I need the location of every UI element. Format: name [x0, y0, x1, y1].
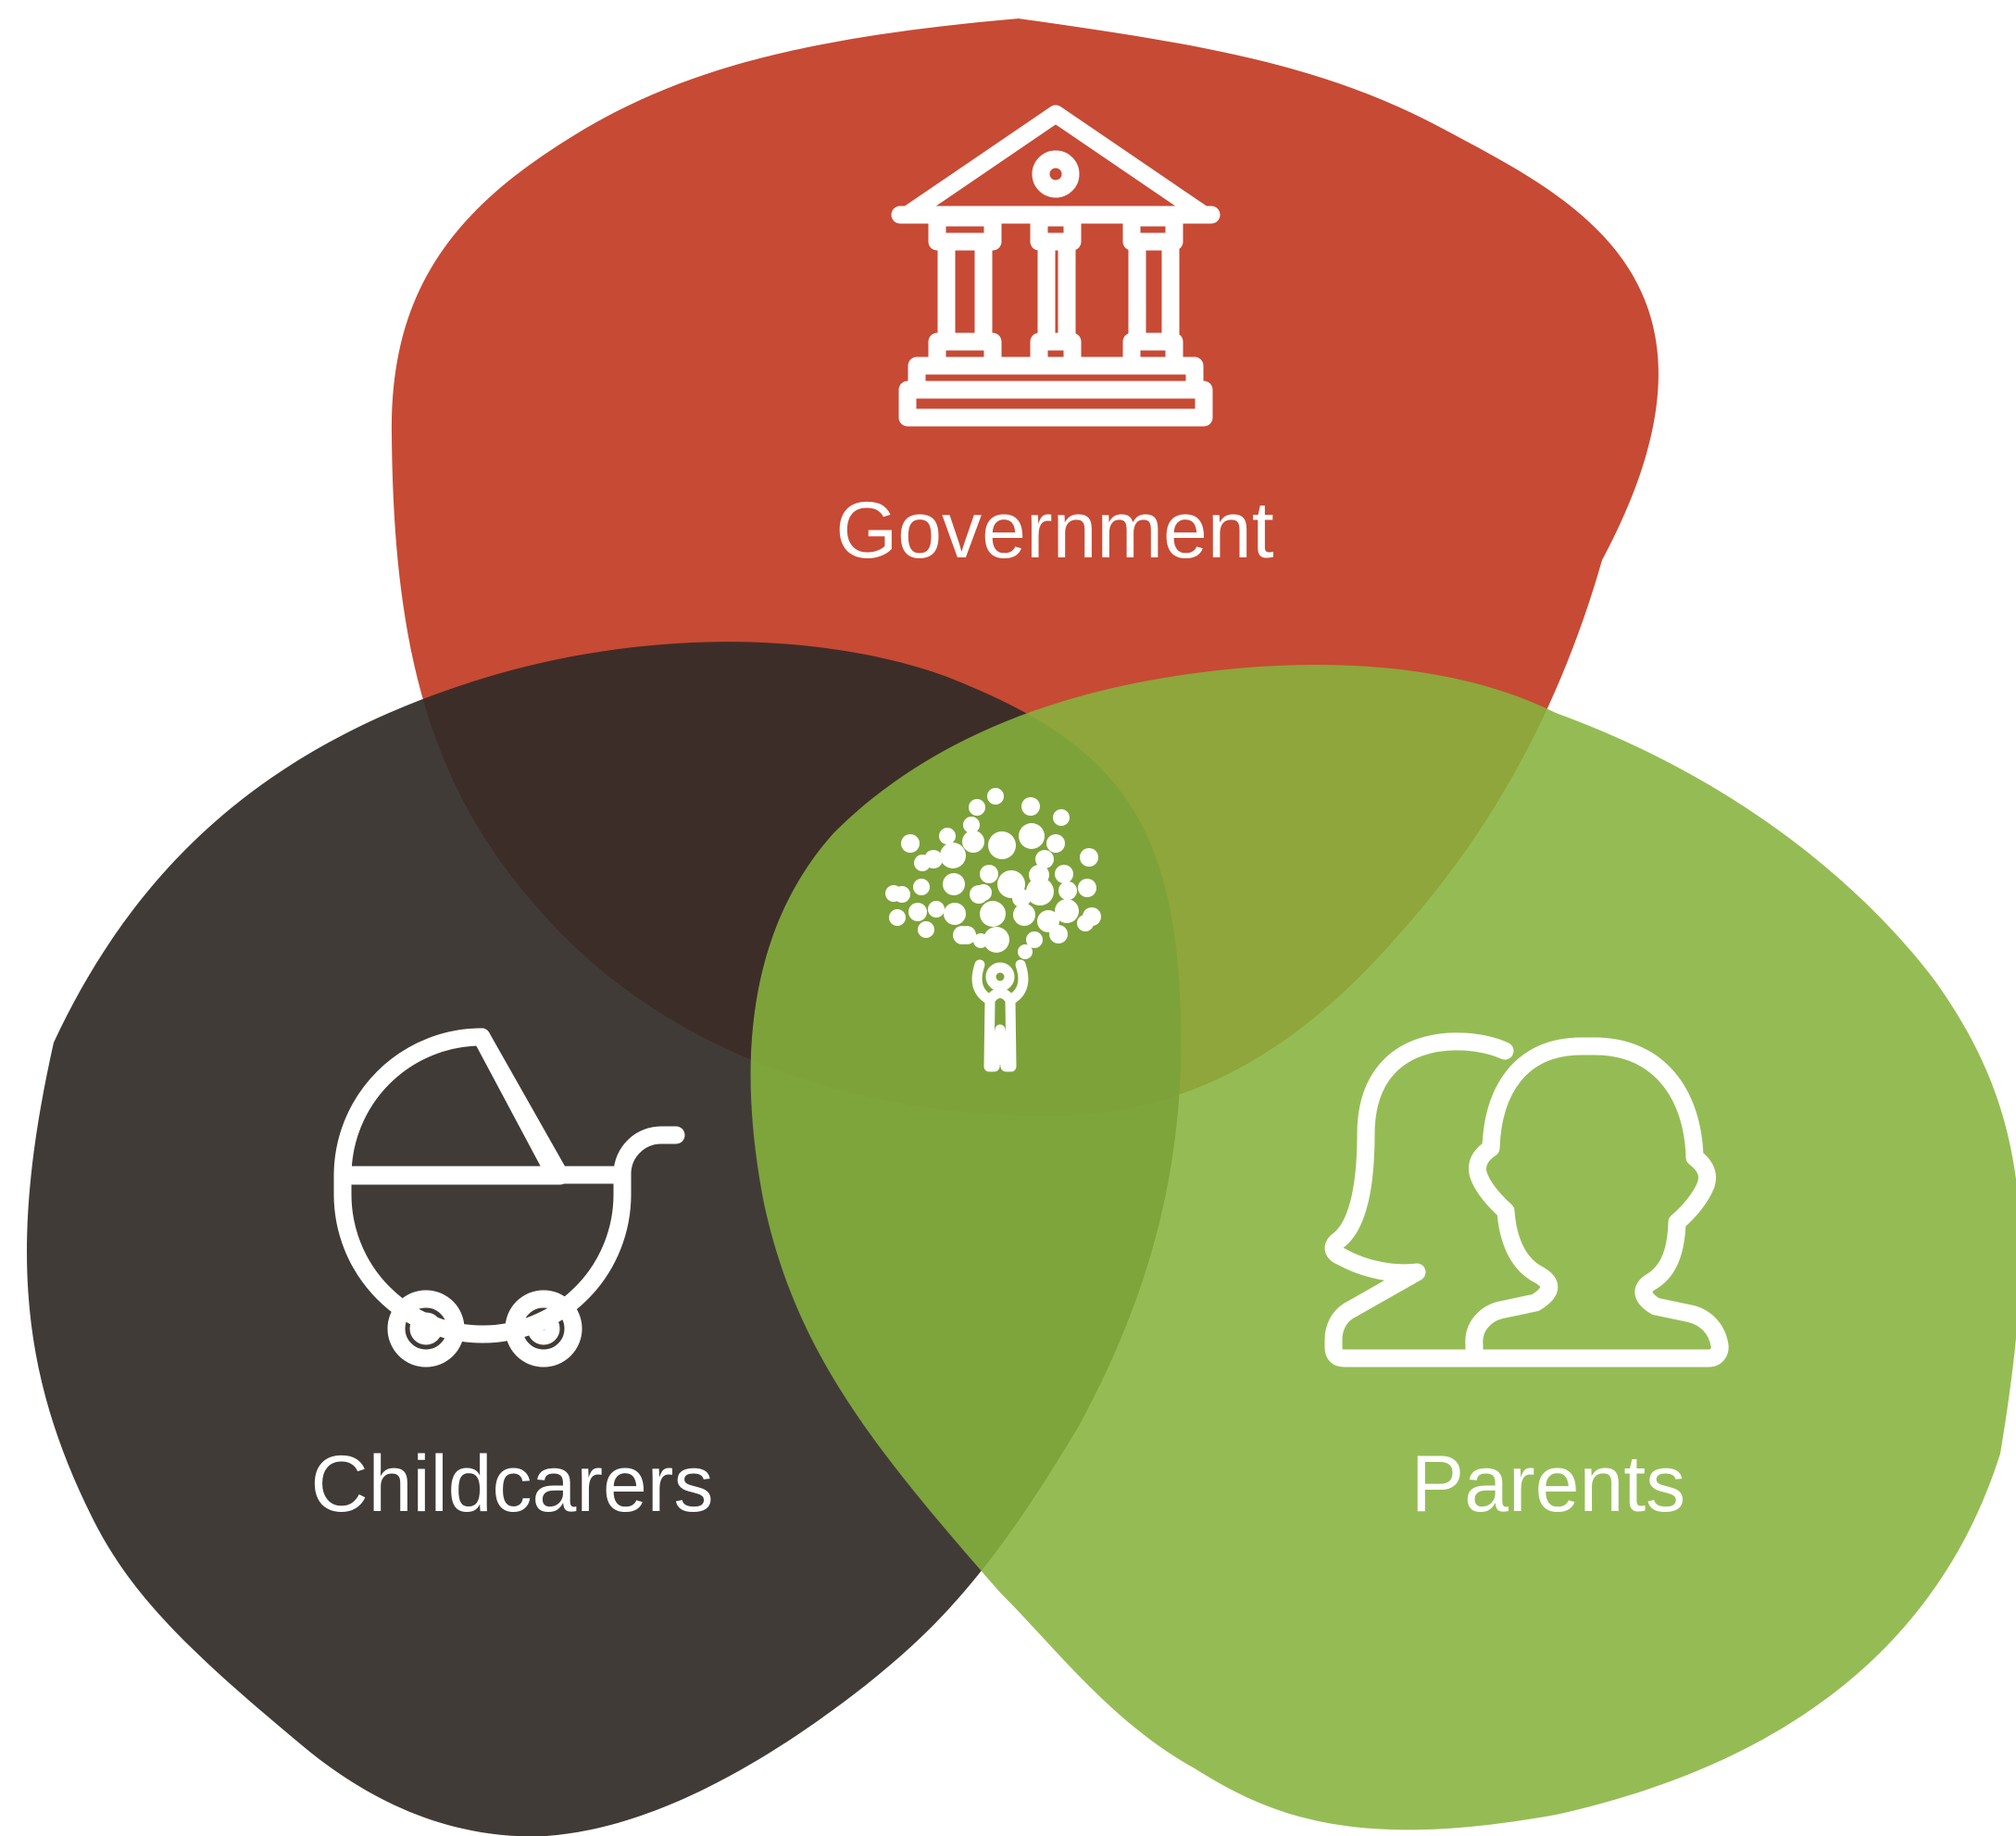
child-figure [971, 959, 1029, 1072]
pram-icon [333, 1028, 685, 1368]
government-label: Government [835, 486, 1273, 575]
balloon-cluster [885, 788, 1101, 959]
parents-region [750, 665, 2016, 1830]
child-tree-icon [885, 788, 1101, 1072]
building-icon [891, 105, 1221, 427]
childcarers-label: Childcarers [311, 1440, 714, 1529]
parents-label: Parents [1411, 1440, 1685, 1529]
parents-icon [1324, 1032, 1729, 1368]
